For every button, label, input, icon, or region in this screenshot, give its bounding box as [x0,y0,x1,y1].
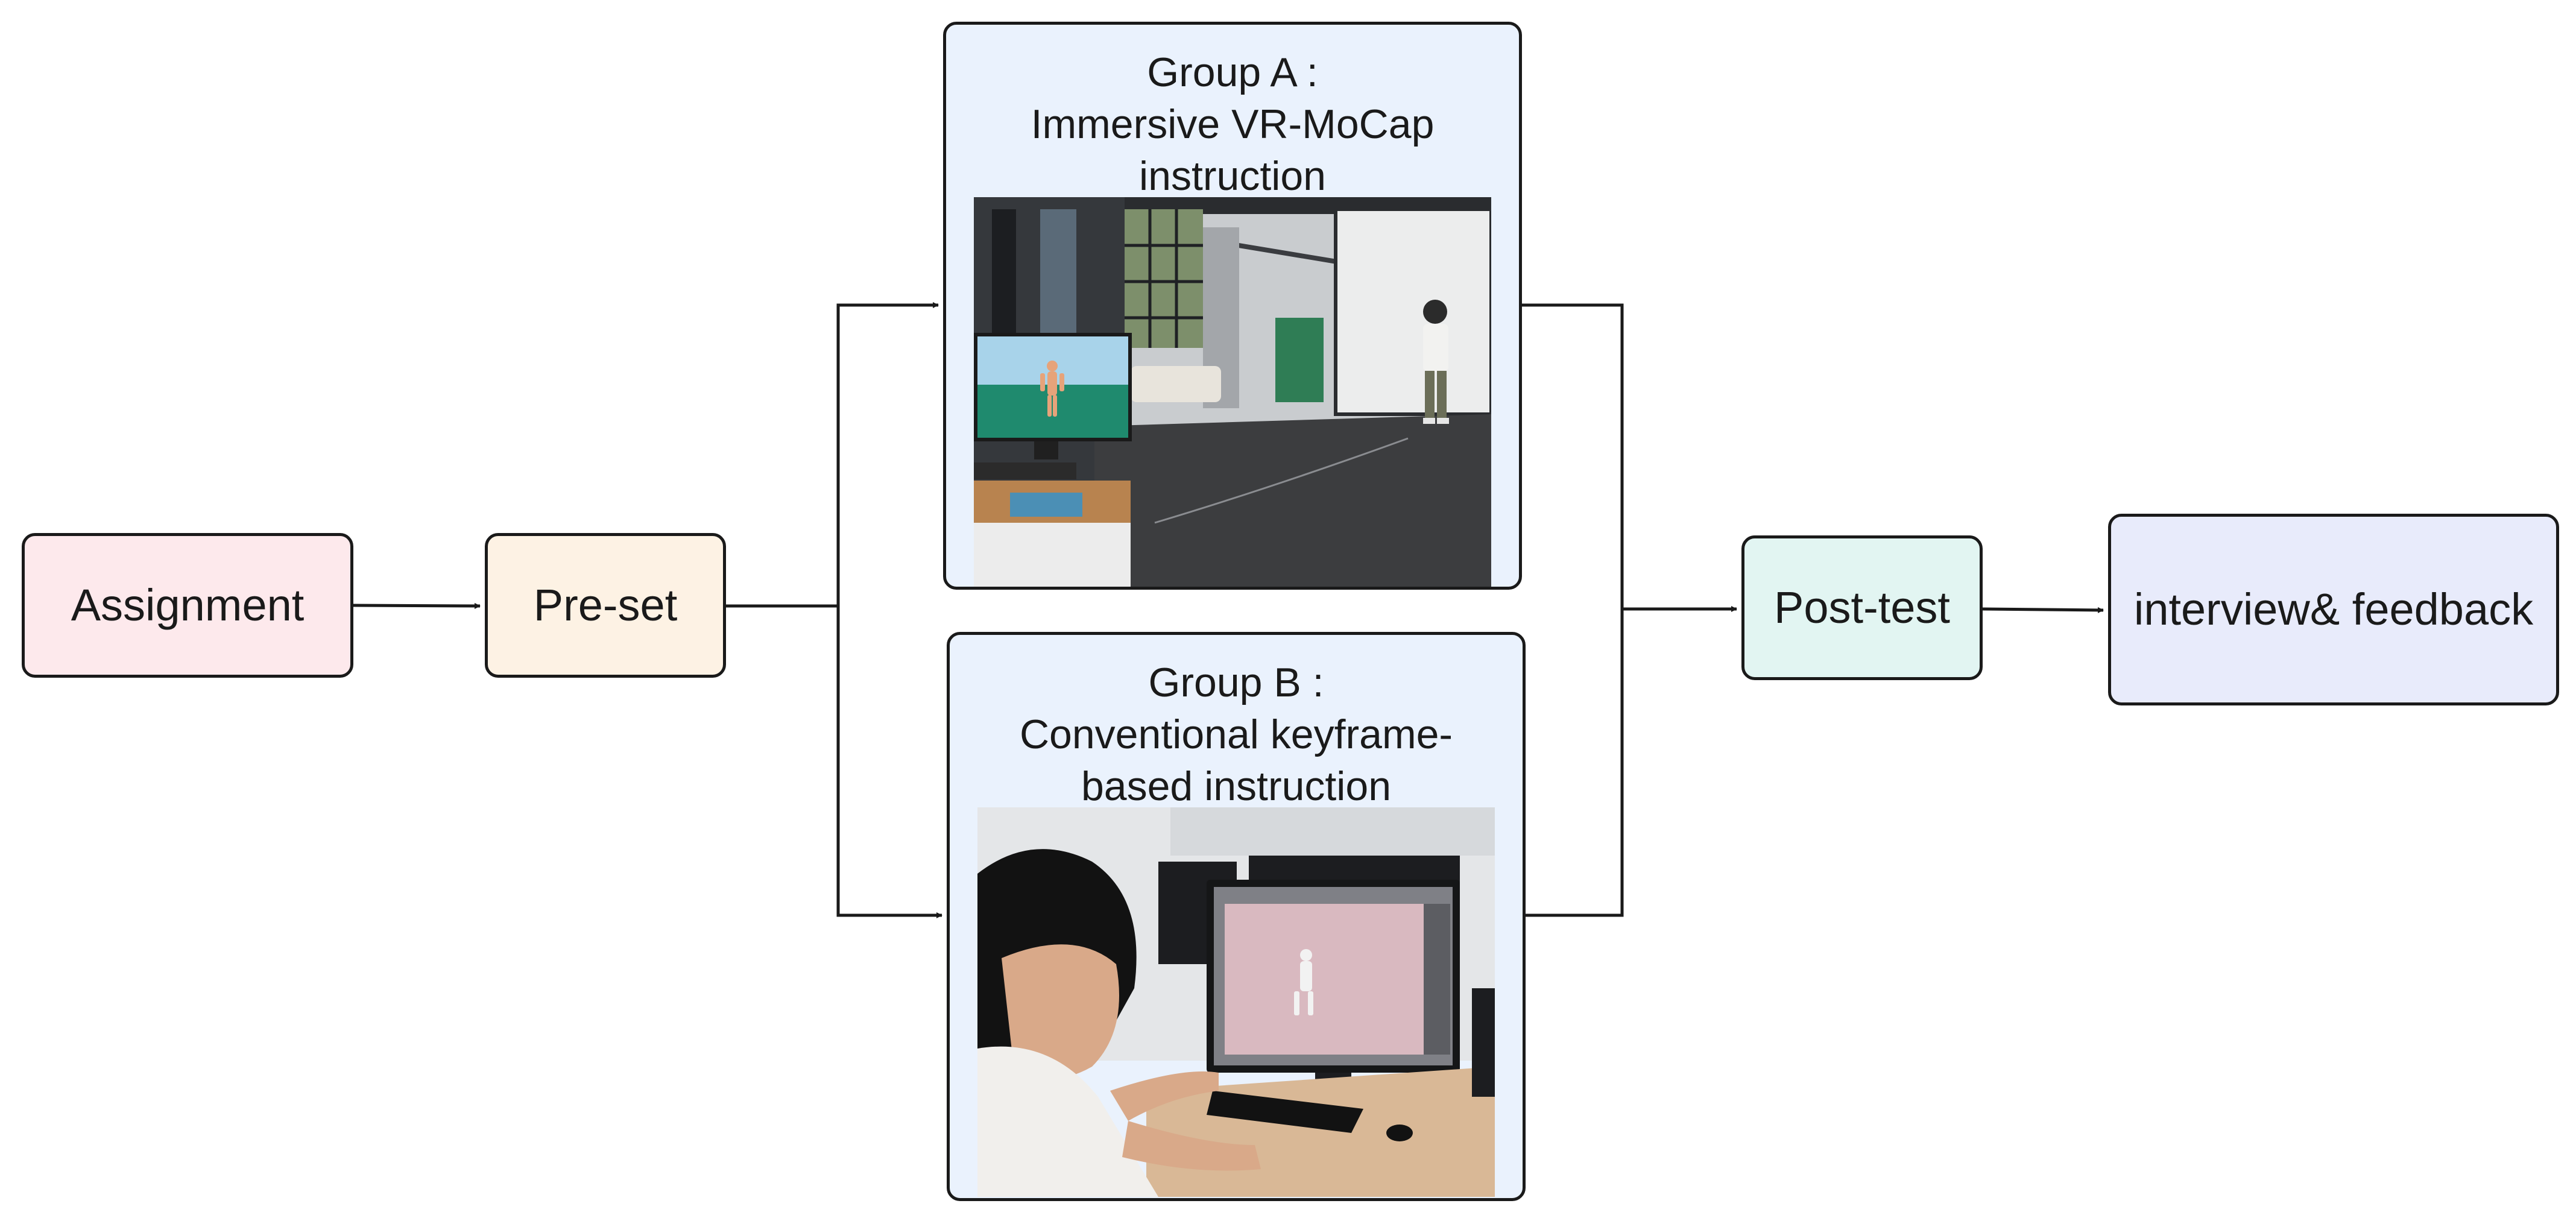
group-a-box: Group A : Immersive VR-MoCap instruction [943,22,1522,590]
keyframe-workstation-photo [977,807,1495,1197]
group-a-title-line-1: Group A : [1147,49,1318,95]
group-b-title: Group B : Conventional keyframe- based i… [950,657,1523,812]
posttest-node: Post-test [1741,535,1983,680]
group-b-title-line-3: based instruction [1081,763,1392,809]
group-a-title-line-3: instruction [1139,153,1326,199]
assignment-node: Assignment [22,533,353,678]
interview-feedback-label: interview& feedback [2133,584,2534,635]
edge-split-group-b [836,606,942,918]
preset-label: Pre-set [533,580,678,631]
interview-feedback-node: interview& feedback [2108,514,2559,705]
edge-assignment-preset [353,602,481,609]
preset-node: Pre-set [485,533,726,678]
group-b-title-line-2: Conventional keyframe- [1019,711,1453,757]
vr-mocap-studio-photo [974,197,1491,587]
assignment-label: Assignment [71,580,305,631]
posttest-label: Post-test [1774,582,1950,633]
edge-split-group-a [836,302,939,606]
group-a-title-line-2: Immersive VR-MoCap [1031,101,1435,147]
edge-group-b-merge [1526,609,1624,917]
edge-group-a-merge [1522,303,1624,609]
group-a-title: Group A : Immersive VR-MoCap instruction [946,46,1519,202]
group-b-title-line-1: Group B : [1148,660,1324,705]
edge-posttest-interview [1982,607,2104,613]
group-b-box: Group B : Conventional keyframe- based i… [947,632,1526,1201]
